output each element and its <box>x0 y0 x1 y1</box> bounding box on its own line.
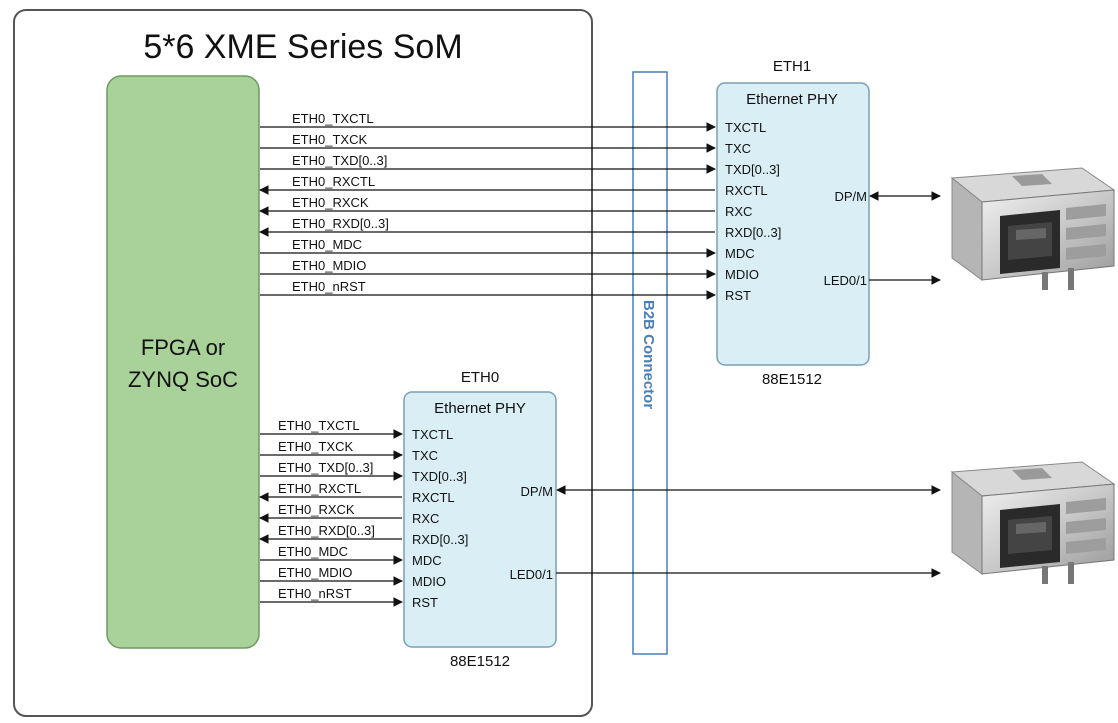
b2b-connector-label: B2B Connector <box>640 300 657 409</box>
eth1-phy-block <box>716 82 870 366</box>
eth1-pin-label-3: TXD[0..3] <box>725 162 780 177</box>
eth1-pin-label-9: RST <box>725 288 751 303</box>
eth0-signal-label-9: ETH0_nRST <box>278 586 352 601</box>
eth1-signal-label-7: ETH0_MDC <box>292 237 362 252</box>
eth0-pin-label-6: RXD[0..3] <box>412 532 468 547</box>
eth1-pin-label-2: TXC <box>725 141 751 156</box>
eth1-signal-label-5: ETH0_RXCK <box>292 195 369 210</box>
eth0-signal-label-8: ETH0_MDIO <box>278 565 352 580</box>
eth1-pin-label-4: RXCTL <box>725 183 768 198</box>
eth0-chip-label: 88E1512 <box>450 653 510 670</box>
eth0-signal-label-7: ETH0_MDC <box>278 544 348 559</box>
rj45-jack-top-image <box>951 167 1115 291</box>
fpga-label-line2: ZYNQ SoC <box>128 367 238 392</box>
fpga-label-line1: FPGA or <box>141 335 225 360</box>
eth0-signal-label-5: ETH0_RXCK <box>278 502 355 517</box>
eth0-pin-label-5: RXC <box>412 511 439 526</box>
eth1-pin-label-1: TXCTL <box>725 120 766 135</box>
eth1-pin-label-5: RXC <box>725 204 752 219</box>
eth1-dp-label: DP/M <box>835 189 868 204</box>
eth0-phy-block <box>403 391 557 648</box>
eth1-signal-group: ETH0_TXCTL TXCTL ETH0_TXCK TXC ETH0_TXD[0..3… <box>259 111 781 303</box>
eth1-led-label: LED0/1 <box>824 273 867 288</box>
fpga-block <box>106 75 260 649</box>
eth1-pin-label-8: MDIO <box>725 267 759 282</box>
eth0-pin-label-4: RXCTL <box>412 490 455 505</box>
eth0-pin-label-3: TXD[0..3] <box>412 469 467 484</box>
eth0-pin-label-8: MDIO <box>412 574 446 589</box>
eth0-signal-label-4: ETH0_RXCTL <box>278 481 361 496</box>
eth0-signal-label-3: ETH0_TXD[0..3] <box>278 460 373 475</box>
eth0-led-label: LED0/1 <box>510 567 553 582</box>
eth0-name: ETH0 <box>461 369 499 386</box>
eth0-pin-label-9: RST <box>412 595 438 610</box>
eth1-signal-label-2: ETH0_TXCK <box>292 132 367 147</box>
eth1-signal-label-9: ETH0_nRST <box>292 279 366 294</box>
eth0-pin-label-1: TXCTL <box>412 427 453 442</box>
eth1-signal-label-1: ETH0_TXCTL <box>292 111 374 126</box>
eth0-signal-label-6: ETH0_RXD[0..3] <box>278 523 375 538</box>
eth1-phy-title: Ethernet PHY <box>746 91 838 108</box>
som-title: 5*6 XME Series SoM <box>143 28 462 66</box>
eth0-phy-title: Ethernet PHY <box>434 400 526 417</box>
eth0-dp-label: DP/M <box>521 484 554 499</box>
eth1-signal-label-8: ETH0_MDIO <box>292 258 366 273</box>
eth1-signal-label-3: ETH0_TXD[0..3] <box>292 153 387 168</box>
eth0-pin-label-7: MDC <box>412 553 442 568</box>
eth0-pin-label-2: TXC <box>412 448 438 463</box>
eth1-signal-label-6: ETH0_RXD[0..3] <box>292 216 389 231</box>
eth1-signal-label-4: ETH0_RXCTL <box>292 174 375 189</box>
eth1-pin-label-7: MDC <box>725 246 755 261</box>
rj45-jack-bottom-image <box>951 461 1115 585</box>
eth1-pin-label-6: RXD[0..3] <box>725 225 781 240</box>
eth0-signal-group: ETH0_TXCTL TXCTL ETH0_TXCK TXC ETH0_TXD[0..3… <box>259 418 468 610</box>
eth0-signal-label-1: ETH0_TXCTL <box>278 418 360 433</box>
eth1-name: ETH1 <box>773 58 811 75</box>
eth0-signal-label-2: ETH0_TXCK <box>278 439 353 454</box>
eth1-chip-label: 88E1512 <box>762 371 822 388</box>
som-boundary <box>13 9 593 717</box>
